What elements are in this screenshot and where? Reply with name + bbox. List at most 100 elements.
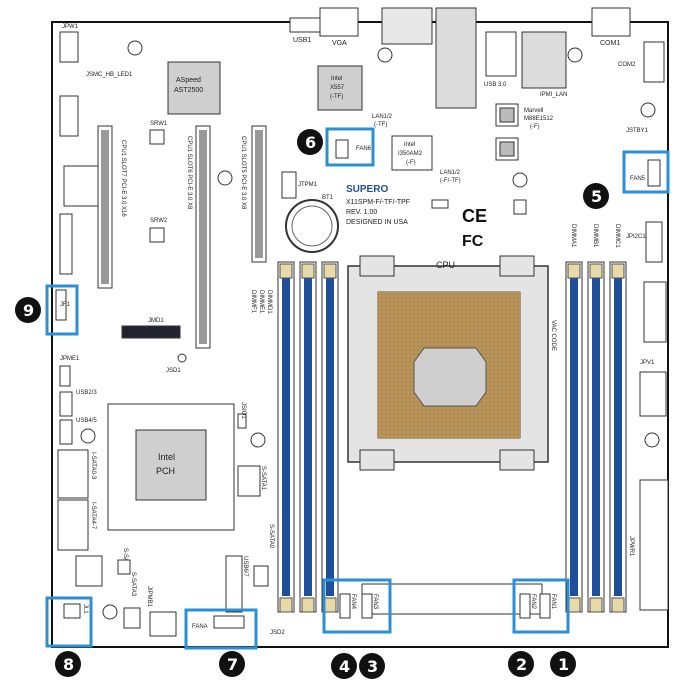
- usb1-label: USB1: [293, 37, 311, 44]
- fc-mark: FC: [462, 233, 484, 250]
- fan-header-shapes: [55, 139, 661, 629]
- fan3-label: FAN3: [372, 594, 378, 610]
- highlight-fan34: [322, 578, 392, 634]
- highlight-jl1: [45, 284, 79, 336]
- vac-code-label: VAC CODE: [550, 320, 556, 351]
- intel-x557-brand: Intel: [331, 76, 342, 82]
- usb45-label: USB4/5: [76, 418, 97, 424]
- ssata3-label: S-SATA3: [130, 572, 136, 597]
- ssata0-label: S-SATA0: [268, 524, 274, 549]
- ipmi-lan-label: IPMI_LAN: [540, 92, 567, 98]
- marvell-label-b: M88E1512: [524, 116, 554, 122]
- jl1-label: JL1: [82, 604, 88, 614]
- left-header-strip: [59, 213, 73, 275]
- slot7-label: CPU1 SLOT7 PCI-E 3.0 X16: [120, 140, 126, 217]
- fan-highlights: [45, 127, 670, 650]
- jsd1-label: JSD1: [166, 368, 181, 374]
- jumper-jbt: [431, 199, 449, 209]
- pcie-slot-5: CPU1 SLOT5 PCI-E 3.0 X8: [240, 125, 267, 263]
- aspeed-model: AST2500: [174, 87, 203, 94]
- jsd2-label: JSD2: [270, 630, 285, 636]
- dimm-left-group: DIMMF1 DIMME1 DIMMD1: [250, 261, 339, 613]
- callout-5-text: 5: [591, 187, 602, 206]
- marvell-label-a: Marvell: [524, 108, 543, 114]
- tpm-battery: JTPM1 BT1: [281, 171, 339, 253]
- jpv1-label: JPV1: [640, 360, 655, 366]
- dimmc1-label: DIMMC1: [614, 224, 620, 248]
- ce-fc-mark: CE: [462, 206, 487, 226]
- callout-8: 8: [55, 651, 81, 677]
- jstby1-label: JSTBY1: [626, 128, 649, 134]
- fan4-label: FAN4: [350, 594, 356, 610]
- callout-3: 3: [359, 653, 385, 679]
- usb67-label: USB6/7: [242, 556, 248, 577]
- pcie-slot-6: CPU1 SLOT6 PCI-E 3.0 X8: [186, 125, 211, 349]
- callout-9: 9: [15, 297, 41, 323]
- fana-label: FANA: [192, 624, 208, 630]
- highlight-fan8: [45, 596, 93, 648]
- right-power: JPI2C1 JPV1 JPWR1: [626, 221, 669, 611]
- ssata1-label: S-SATA1: [260, 466, 266, 491]
- intel2-label-c: (-F): [406, 160, 416, 166]
- callout-2-text: 2: [516, 655, 527, 674]
- callout-1: 1: [550, 651, 576, 677]
- callout-1-text: 1: [558, 655, 569, 674]
- usb23-label: USB2/3: [76, 390, 97, 396]
- bt1-label: BT1: [322, 195, 334, 201]
- top-io-connectors: USB1 VGA COM1 USB 3.0 IPMI_LAN: [289, 7, 631, 109]
- rev-text: REV. 1.00: [346, 209, 377, 216]
- srw-blocks: SRW1 SRW2: [149, 121, 168, 243]
- mounting-holes: [80, 40, 660, 620]
- intel2-label-a: Intel: [404, 142, 415, 148]
- intel2-label-b: I350AM2: [398, 151, 423, 157]
- jpi2c1-label: JPI2C1: [626, 234, 646, 240]
- ssata-ports: S-SATA1 USB6/7 S-SATA0 S-SATA2 S-SATA3 J…: [117, 402, 285, 637]
- aspeed-brand: ASpeed: [176, 77, 201, 84]
- fan2-label: FAN2: [530, 594, 536, 610]
- lan12-label-b: (-TF): [374, 122, 387, 128]
- usb3-label: USB 3.0: [484, 82, 507, 88]
- highlight-fana: [184, 608, 258, 650]
- callout-5: 5: [583, 183, 609, 209]
- fan6-label: FAN6: [356, 146, 372, 152]
- board-branding: SUPERO X11SPM-F/-TF/-TPF REV. 1.00 DESIG…: [346, 184, 487, 250]
- slot5-label: CPU1 SLOT5 PCI-E 3.0 X8: [240, 136, 246, 210]
- dimma1-label: DIMMA1: [570, 224, 576, 248]
- jipmb1-label: JIPMB1: [146, 586, 152, 608]
- fan1-label: FAN1: [550, 594, 556, 610]
- pch-model: PCH: [156, 466, 175, 476]
- marvell-label-c: (-F): [530, 124, 540, 130]
- vga-label: VGA: [332, 40, 347, 47]
- jumper-jp: [513, 199, 527, 215]
- callout-6: 6: [297, 129, 323, 155]
- dimmb1-label: DIMMB1: [592, 224, 598, 248]
- callout-7-text: 7: [227, 655, 238, 674]
- jmd1-m2: JMD1 JSD1: [121, 318, 187, 374]
- aspeed-chip: ASpeed AST2500: [167, 61, 221, 115]
- intel-x557-model: X557: [330, 85, 345, 91]
- fan5-label: FAN5: [630, 176, 646, 182]
- marvell-chip: Marvell M88E1512 (-F): [495, 103, 554, 161]
- slot6-label: CPU1 SLOT6 PCI-E 3.0 X8: [186, 136, 192, 210]
- lan12-label-a: LAN1/2: [372, 114, 393, 120]
- callout-8-text: 8: [63, 655, 74, 674]
- pcie-slot-7: CPU1 SLOT7 PCI-E 3.0 X16: [97, 125, 126, 289]
- cpu-label: CPU: [436, 260, 455, 270]
- callout-3-text: 3: [367, 657, 378, 676]
- jtpm1-label: JTPM1: [298, 182, 318, 188]
- callout-2: 2: [508, 651, 534, 677]
- jsio1-label: JSIO1: [240, 402, 246, 419]
- jbmc-led-label: JSMC_HB_LED1: [86, 72, 133, 78]
- callout-4-text: 4: [339, 657, 350, 676]
- callout-7: 7: [219, 651, 245, 677]
- sata03-label: I-SATA0-3: [90, 452, 96, 480]
- left-io-stack: JPME1 USB2/3 USB4/5 I-SATA0-3 I-SATA4-7: [57, 356, 103, 587]
- lan12-label-d: (-F/-TF): [440, 178, 461, 184]
- callout-9-text: 9: [23, 301, 34, 320]
- dimmf1-label: DIMMF1: [250, 290, 256, 314]
- com2-header: COM2: [618, 41, 665, 83]
- intel-i350-chip: Intel I350AM2 (-F): [391, 135, 433, 171]
- srw1-label: SRW1: [150, 121, 168, 127]
- highlight-fan6: [325, 127, 375, 167]
